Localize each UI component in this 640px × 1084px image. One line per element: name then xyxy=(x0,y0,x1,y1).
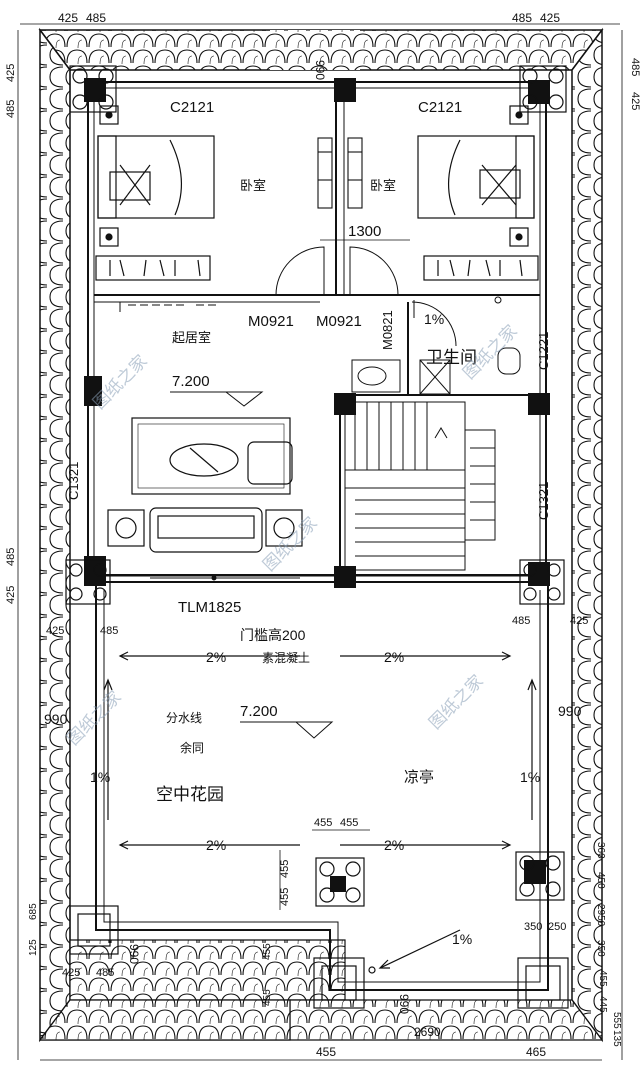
elevation-marks xyxy=(170,391,334,739)
watermark-5: 图纸之家 xyxy=(425,671,487,733)
note-same: 余同 xyxy=(180,740,204,755)
window-label-living: C1321 xyxy=(66,462,81,500)
bed-left xyxy=(95,105,215,281)
dim-post-side-a: 455 xyxy=(279,860,291,878)
staircase xyxy=(344,401,496,571)
dim-bottom-row-b: 2690 xyxy=(414,1025,441,1039)
dim-top-left-b: 485 xyxy=(86,11,106,25)
window-label-stair: C1321 xyxy=(536,482,551,520)
room-label-pavilion: 凉亭 xyxy=(404,768,434,786)
dim-left-bottom-b: 485 xyxy=(96,967,114,979)
room-label-bedroom-right: 卧室 xyxy=(370,178,396,193)
window-label-bath: C1221 xyxy=(536,332,551,370)
dim-door-gap: 1300 xyxy=(348,223,381,240)
dim-right-top-a: 485 xyxy=(629,58,640,76)
dim-post-top-b: 455 xyxy=(340,817,358,829)
dim-top-right-b: 425 xyxy=(540,11,560,25)
room-label-garden: 空中花园 xyxy=(156,785,224,804)
slope-garden-top-left: 2% xyxy=(206,649,226,665)
dim-right-small-b: 250 xyxy=(548,921,566,933)
structural-columns xyxy=(84,78,550,892)
elevation-living: 7.200 xyxy=(172,373,210,390)
room-label-living: 起居室 xyxy=(172,330,211,345)
slope-bottom-drain: 1% xyxy=(452,931,472,947)
sliding-door xyxy=(150,575,300,581)
wardrobe-center xyxy=(317,137,363,209)
dim-bottom-left-990: 990 xyxy=(127,944,141,964)
dim-right-bottom-c: 555 xyxy=(611,1012,622,1029)
outer-walls xyxy=(87,81,549,991)
slope-garden-top-right: 2% xyxy=(384,649,404,665)
window-label-right: C2121 xyxy=(418,99,462,116)
slope-garden-bottom-right: 2% xyxy=(384,837,404,853)
dim-post-top-a: 455 xyxy=(314,817,332,829)
labels: C2121 C2121 卧室 卧室 1300 M0921 M0921 M0821… xyxy=(5,11,640,1059)
dim-right-bottom-a: 455 xyxy=(597,970,608,987)
dim-left-mid-a: 485 xyxy=(5,548,17,566)
door-label-bath: M0821 xyxy=(380,310,395,350)
note-door-sill: 门槛高200 xyxy=(240,627,306,643)
dim-left-bottom-a: 425 xyxy=(62,967,80,979)
bed-right xyxy=(417,105,539,281)
dim-garden-left-a: 425 xyxy=(46,625,64,637)
dimension-lines xyxy=(17,23,623,1061)
slope-bath: 1% xyxy=(424,311,444,327)
window-label-left: C2121 xyxy=(170,99,214,116)
door-label-right: M0921 xyxy=(316,313,362,330)
slope-garden-right: 1% xyxy=(520,769,540,785)
dim-bottom-row-c: 465 xyxy=(526,1045,546,1059)
dim-top-left-a: 425 xyxy=(58,11,78,25)
dim-left-bottom-side-b: 125 xyxy=(28,939,39,956)
dim-garden-right-b: 425 xyxy=(570,615,588,627)
dim-bottom-row-a: 455 xyxy=(316,1045,336,1059)
dim-right-col-c: 2950 xyxy=(595,904,606,927)
dim-right-top-b: 425 xyxy=(629,92,640,110)
room-label-bedroom-left: 卧室 xyxy=(240,178,266,193)
bathroom-fixtures xyxy=(351,296,521,395)
dim-garden-right-990: 990 xyxy=(558,703,582,719)
door-swings xyxy=(119,246,457,347)
dim-top-mid: 990 xyxy=(313,60,327,80)
dim-bottom-side-a: 455 xyxy=(262,943,273,960)
dim-right-col-b: 450 xyxy=(595,872,606,889)
dim-garden-right-a: 485 xyxy=(512,615,530,627)
roof-tile-border xyxy=(38,27,604,1043)
dim-left-mid-b: 425 xyxy=(5,586,17,604)
post-caps xyxy=(65,65,569,1009)
dim-left-bottom-side-a: 685 xyxy=(28,903,39,920)
note-divide-line: 分水线 xyxy=(166,711,202,725)
dim-garden-left-b: 485 xyxy=(100,625,118,637)
room-label-bathroom: 卫生间 xyxy=(426,348,477,367)
dim-left-top-b: 485 xyxy=(5,100,17,118)
door-label-slide: TLM1825 xyxy=(178,599,241,616)
living-furniture xyxy=(107,417,303,553)
dim-right-col-a: 360 xyxy=(595,842,606,859)
dim-bottom-side-b: 455 xyxy=(262,989,273,1006)
dim-right-bottom-b: 445 xyxy=(597,996,608,1013)
elevation-garden: 7.200 xyxy=(240,703,278,720)
slope-arrows xyxy=(103,651,537,974)
dim-right-bottom-d: 135 xyxy=(611,1030,622,1047)
dim-bottom-990: 990 xyxy=(397,994,411,1014)
slope-garden-bottom-left: 2% xyxy=(206,837,226,853)
watermark-4: 图纸之家 xyxy=(63,687,125,749)
dim-garden-left-990: 990 xyxy=(44,711,68,727)
note-concrete: 素混凝土 xyxy=(262,650,310,665)
dim-post-side-b: 455 xyxy=(279,888,291,906)
slope-garden-left: 1% xyxy=(90,769,110,785)
dim-right-col-d: 350 xyxy=(595,940,606,957)
dim-left-top-a: 425 xyxy=(5,64,17,82)
watermark-2: 图纸之家 xyxy=(259,513,321,575)
dim-right-small-a: 350 xyxy=(524,921,542,933)
door-label-left: M0921 xyxy=(248,313,294,330)
dim-top-right-a: 485 xyxy=(512,11,532,25)
